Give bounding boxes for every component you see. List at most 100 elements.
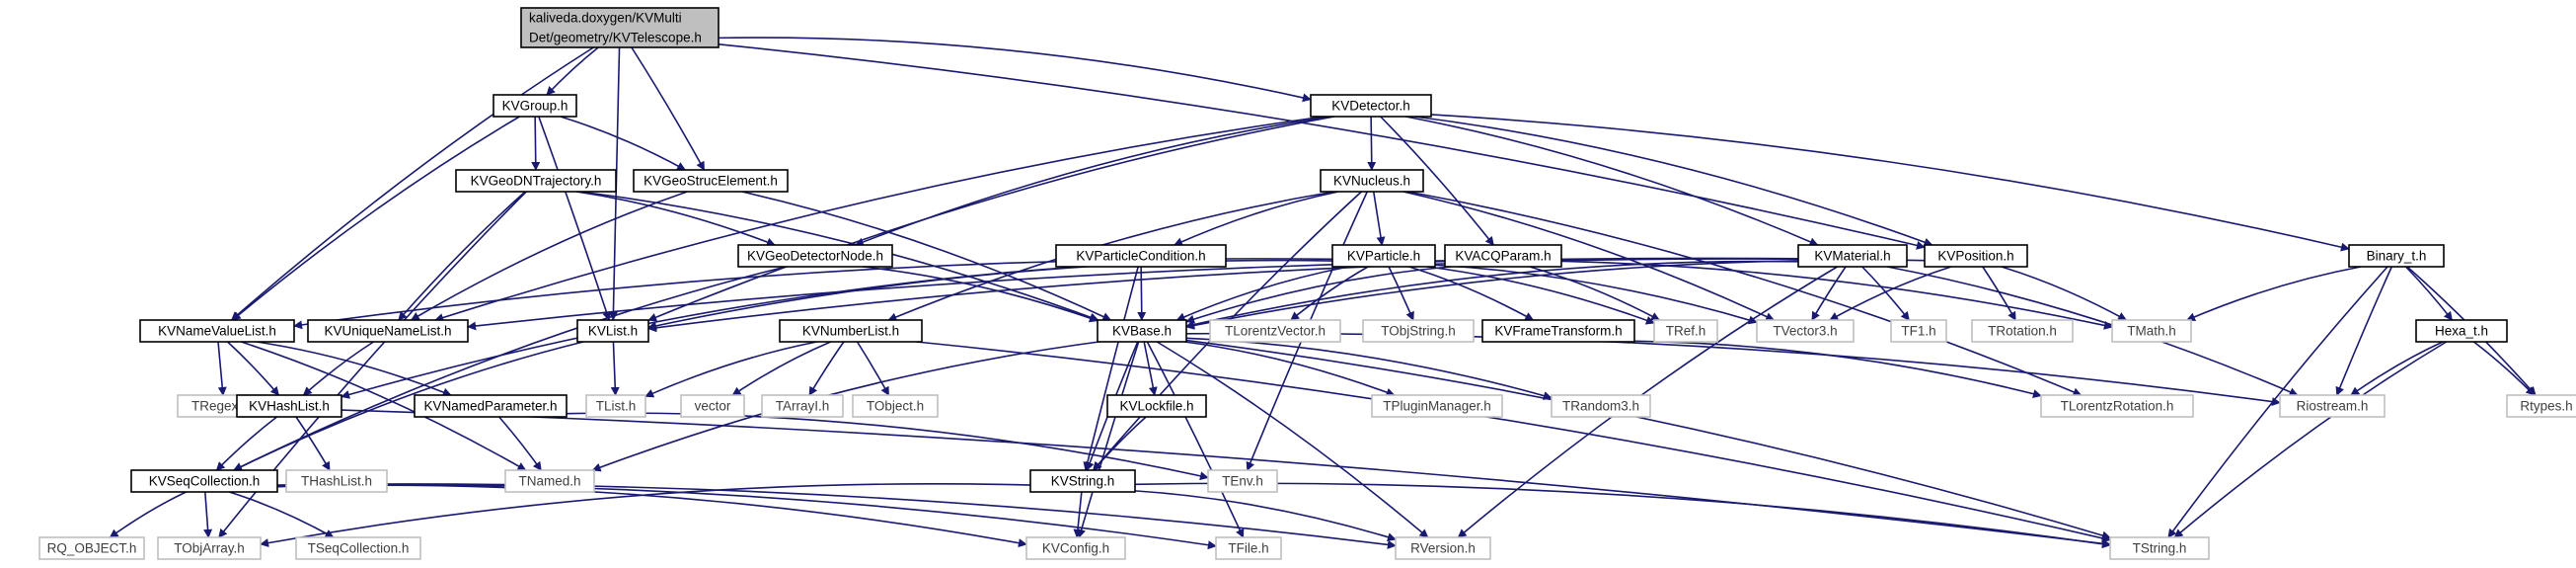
edge-kvnucleus-to-tvector3 — [1402, 191, 1776, 321]
node-box-vector — [680, 394, 745, 418]
node-label-tref: TRef.h — [1666, 324, 1706, 339]
node-kvgeostrucelement[interactable]: KVGeoStrucElement.h — [633, 169, 789, 193]
edge-kvlist-to-tlist — [610, 341, 620, 396]
edge-kvgroup-to-kvgeodntrajectory — [531, 116, 541, 171]
edge-kvnumberlist-to-vector — [731, 341, 832, 396]
node-kvhashlist[interactable]: KVHashList.h — [236, 394, 342, 418]
node-telescope[interactable]: kaliveda.doxygen/KVMultiDet/geometry/KVT… — [520, 7, 720, 48]
edge-kvmaterial-to-kvbase — [1185, 260, 1799, 329]
node-kvgeodetectornode[interactable]: KVGeoDetectorNode.h — [737, 244, 893, 268]
node-label-tmath: TMath.h — [2127, 324, 2176, 339]
node-box-tenv — [1207, 469, 1278, 493]
node-kvacqparam[interactable]: KVACQParam.h — [1444, 244, 1562, 268]
node-box-tobjarray — [157, 536, 262, 560]
node-kvnamevaluelist[interactable]: KVNameValueList.h — [139, 319, 295, 343]
node-label-telescope-0: kaliveda.doxygen/KVMulti — [529, 11, 682, 26]
node-label-kvparticlecondition: KVParticleCondition.h — [1076, 249, 1205, 264]
node-kvmaterial[interactable]: KVMaterial.h — [1797, 244, 1908, 268]
edge-kvparticle-to-kvframetransform — [1408, 266, 1535, 321]
edge-kvparticle-to-tlorentzvector — [1290, 266, 1369, 321]
edge-kvmaterial-to-kvlist — [647, 258, 1799, 333]
node-box-kvgroup — [492, 94, 577, 118]
node-binary_t[interactable]: Binary_t.h — [2348, 244, 2445, 268]
node-rq_object: RQ_OBJECT.h — [38, 536, 145, 560]
edge-hexa_t-to-rtypes — [2472, 341, 2536, 396]
edge-kvparticlecondition-to-kvstring — [1083, 266, 1139, 471]
edge-kvnucleus-to-kvparticlecondition — [1174, 191, 1339, 246]
node-kvparticlecondition[interactable]: KVParticleCondition.h — [1055, 244, 1227, 268]
node-kvposition[interactable]: KVPosition.h — [1924, 244, 2028, 268]
edge-kvnucleus-to-tlorentzrotation — [1407, 191, 2083, 397]
edge-kvdetector-to-kvuniquenamelist — [434, 116, 1325, 322]
edge-telescope-to-kvgeostrucelement — [631, 46, 706, 171]
node-tenv: TEnv.h — [1207, 469, 1278, 493]
edge-kvbase-to-tstring — [1185, 339, 2111, 540]
edge-kvposition-to-trotation — [1982, 266, 2016, 321]
node-box-kvparticlecondition — [1055, 244, 1227, 268]
edge-kvnumberlist-to-tobject — [856, 341, 890, 396]
edge-kvstring-to-rversion — [1134, 490, 1397, 541]
edge-kvnamevaluelist-to-kvnamedparameter — [256, 341, 452, 397]
node-kvnucleus[interactable]: KVNucleus.h — [1320, 169, 1424, 193]
node-kvconfig: KVConfig.h — [1025, 536, 1126, 560]
node-kvlist[interactable]: KVList.h — [576, 319, 649, 343]
edge-hexa_t-to-riostream — [2350, 341, 2444, 396]
edge-kvparticle-to-tref — [1427, 266, 1655, 325]
node-thashlist: THashList.h — [285, 469, 388, 493]
edge-binary_t-to-tstring — [2167, 266, 2388, 538]
edge-kvbase-to-tfile — [1146, 341, 1245, 538]
node-kvnumberlist[interactable]: KVNumberList.h — [779, 319, 923, 343]
node-box-tref — [1653, 319, 1718, 343]
node-kvseqcollection[interactable]: KVSeqCollection.h — [130, 469, 278, 493]
node-trandom3: TRandom3.h — [1551, 394, 1651, 418]
edge-kvlist-to-kvseqcollection — [233, 341, 584, 471]
edge-kvnucleus-to-kvparticle — [1372, 191, 1386, 246]
node-label-tlist: TList.h — [596, 399, 637, 414]
edge-kvbase-to-riostream — [1185, 332, 2281, 407]
node-box-tvector3 — [1756, 319, 1855, 343]
node-hexa_t[interactable]: Hexa_t.h — [2415, 319, 2508, 343]
node-box-kvuniquenamelist — [307, 319, 469, 343]
edge-kvdetector-to-kvposition — [1414, 116, 1933, 247]
edge-kvgeostrucelement-to-kvuniquenamelist — [410, 191, 688, 321]
edge-kvbase-to-kvconfig — [1077, 341, 1140, 538]
node-box-kvhashlist — [236, 394, 342, 418]
node-label-kvgeostrucelement: KVGeoStrucElement.h — [644, 174, 778, 189]
node-kvparticle[interactable]: KVParticle.h — [1331, 244, 1436, 268]
dependency-edges — [109, 37, 2537, 550]
node-box-tnamed — [504, 469, 595, 493]
node-kvlockfile[interactable]: KVLockfile.h — [1106, 394, 1207, 418]
node-box-kvconfig — [1025, 536, 1126, 560]
node-box-kvacqparam — [1444, 244, 1562, 268]
node-tseqcollection: TSeqCollection.h — [295, 536, 421, 560]
node-tfile: TFile.h — [1215, 536, 1282, 560]
node-kvstring[interactable]: KVString.h — [1029, 469, 1136, 493]
node-box-binary_t — [2348, 244, 2445, 268]
node-label-kvnamedparameter: KVNamedParameter.h — [423, 399, 557, 414]
edge-kvgroup-to-kvlist — [538, 116, 611, 321]
node-box-kvgeostrucelement — [633, 169, 789, 193]
node-kvbase[interactable]: KVBase.h — [1097, 319, 1187, 343]
node-label-tnamed: TNamed.h — [518, 474, 580, 489]
edge-binary_t-to-riostream — [2335, 266, 2393, 396]
node-kvdetector[interactable]: KVDetector.h — [1310, 94, 1432, 118]
node-tf1: TF1.h — [1890, 319, 1947, 343]
node-kvgroup[interactable]: KVGroup.h — [492, 94, 577, 118]
edge-kvbase-to-tpluginmanager — [1184, 341, 1396, 397]
edge-kvgeostrucelement-to-kvbase — [741, 191, 1112, 321]
node-label-kvacqparam: KVACQParam.h — [1455, 249, 1551, 264]
edge-binary_t-to-hexa_t — [2404, 266, 2454, 321]
edge-kvmaterial-to-rversion — [1457, 266, 1838, 538]
node-label-vector: vector — [695, 399, 731, 414]
node-kvgeodntrajectory[interactable]: KVGeoDNTrajectory.h — [455, 169, 617, 193]
node-box-kvdetector — [1310, 94, 1432, 118]
node-box-kvnucleus — [1320, 169, 1424, 193]
node-kvuniquenamelist[interactable]: KVUniqueNameList.h — [307, 319, 469, 343]
node-kvframetransform[interactable]: KVFrameTransform.h — [1481, 319, 1635, 343]
node-kvnamedparameter[interactable]: KVNamedParameter.h — [414, 394, 568, 418]
node-label-kvstring: KVString.h — [1051, 474, 1115, 489]
edge-telescope-to-kvgroup — [546, 46, 599, 96]
node-label-kvbase: KVBase.h — [1112, 324, 1172, 339]
node-tvector3: TVector3.h — [1756, 319, 1855, 343]
node-label-kvnamevaluelist: KVNameValueList.h — [158, 324, 276, 339]
